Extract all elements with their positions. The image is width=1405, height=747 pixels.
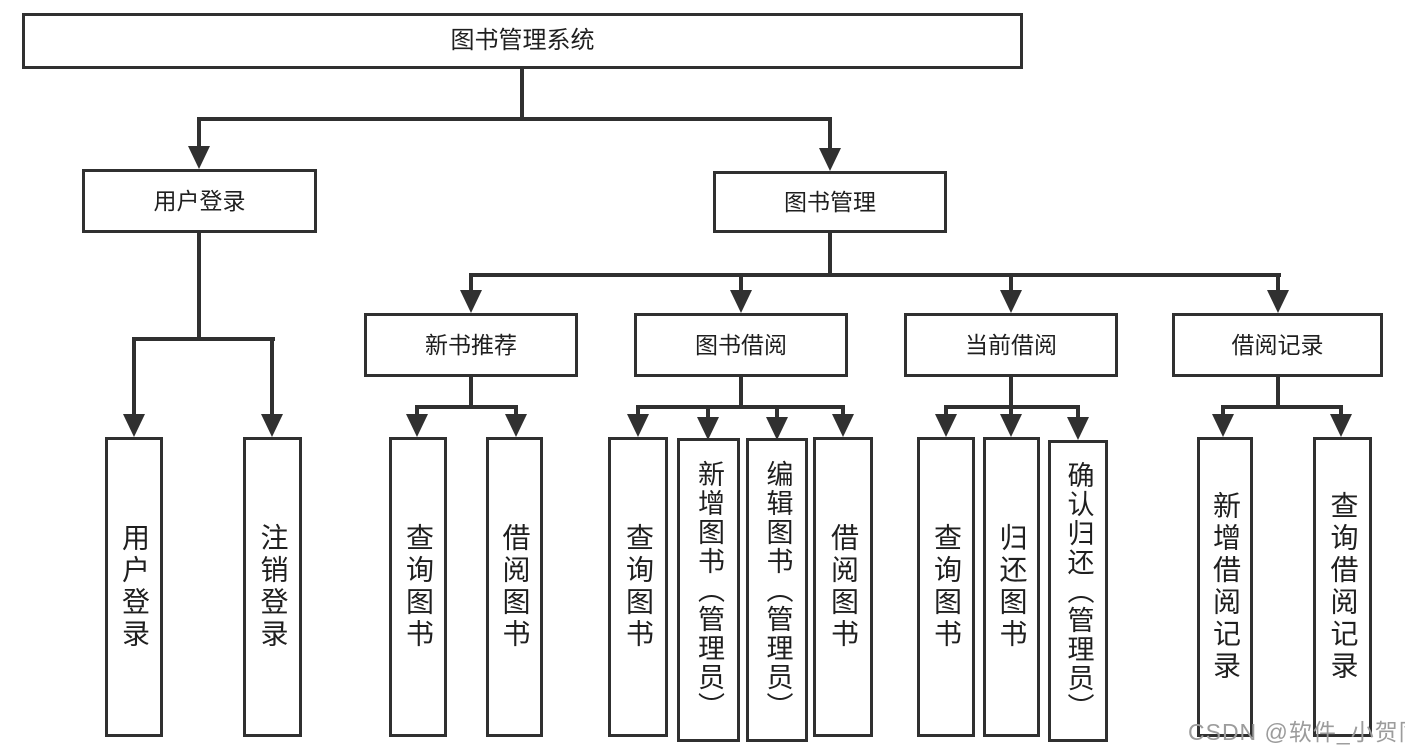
arrow-head [406, 414, 428, 437]
leaf-user-login: 用户登录 [105, 437, 163, 737]
arrow-head [1267, 290, 1289, 313]
leaf-query-book-current-label: 查询图书 [931, 523, 962, 651]
connector-arrow-shaft [739, 273, 743, 290]
connector-current-stem [1009, 377, 1013, 409]
connector-recommend-bar [415, 405, 518, 409]
leaf-edit-book-admin: 编辑图书（管理员） [746, 438, 808, 742]
connector-arrow-shaft [1339, 405, 1343, 414]
arrow-head [935, 414, 957, 437]
arrow-head [188, 146, 210, 169]
node-current-borrowing-label: 当前借阅 [965, 331, 1057, 358]
leaf-query-book-borrowing-label: 查询图书 [623, 523, 654, 651]
leaf-logout-login-label: 注销登录 [257, 523, 289, 651]
leaf-confirm-return-admin: 确认归还（管理员） [1048, 440, 1108, 742]
leaf-query-book-recommend: 查询图书 [389, 437, 447, 737]
leaf-borrow-book-recommend-label: 借阅图书 [499, 523, 531, 651]
connector-mgmt-stem [828, 233, 832, 277]
arrow-head [1000, 414, 1022, 437]
node-new-book-recommend-label: 新书推荐 [425, 331, 517, 358]
connector-arrow-shaft [944, 405, 948, 414]
node-book-borrowing-label: 图书借阅 [695, 331, 787, 358]
connector-root-stem [520, 69, 524, 119]
connector-arrow-shaft [197, 117, 201, 146]
connector-arrow-shaft [706, 405, 710, 417]
leaf-query-borrow-record: 查询借阅记录 [1313, 437, 1372, 737]
leaf-query-book-borrowing: 查询图书 [608, 437, 668, 737]
connector-arrow-shaft [1221, 405, 1225, 414]
leaf-borrow-book-borrowing-label: 借阅图书 [828, 523, 859, 651]
node-new-book-recommend: 新书推荐 [364, 313, 578, 377]
connector-login-bar [132, 337, 275, 341]
arrow-head [460, 290, 482, 313]
connector-arrow-shaft [1276, 273, 1280, 290]
node-borrowing-records: 借阅记录 [1172, 313, 1383, 377]
connector-arrow-shaft [415, 405, 419, 414]
connector-arrow-shaft [514, 405, 518, 414]
connector-arrow-shaft [828, 117, 832, 148]
leaf-add-book-admin-label: 新增图书（管理员） [694, 459, 724, 721]
leaf-borrow-book-recommend: 借阅图书 [486, 437, 543, 737]
arrow-head [730, 290, 752, 313]
node-user-login-label: 用户登录 [153, 187, 246, 214]
node-current-borrowing: 当前借阅 [904, 313, 1118, 377]
node-book-management-label: 图书管理 [784, 188, 876, 215]
node-root-label: 图书管理系统 [450, 27, 595, 54]
leaf-edit-book-admin-label: 编辑图书（管理员） [762, 459, 793, 721]
leaf-user-login-label: 用户登录 [119, 523, 150, 651]
node-user-login: 用户登录 [82, 169, 317, 233]
node-book-borrowing: 图书借阅 [634, 313, 848, 377]
arrow-head [1212, 414, 1234, 437]
leaf-query-book-recommend-label: 查询图书 [403, 523, 434, 651]
connector-records-stem [1276, 377, 1280, 409]
leaf-confirm-return-admin-label: 确认归还（管理员） [1063, 460, 1094, 722]
leaf-return-book: 归还图书 [983, 437, 1040, 737]
connector-login-stem [197, 233, 201, 340]
arrow-head [766, 417, 788, 440]
leaf-return-book-label: 归还图书 [996, 523, 1028, 651]
leaf-add-book-admin: 新增图书（管理员） [677, 438, 740, 742]
node-borrowing-records-label: 借阅记录 [1231, 331, 1324, 358]
node-root: 图书管理系统 [22, 13, 1023, 69]
leaf-add-borrow-record-label: 新增借阅记录 [1210, 491, 1241, 683]
connector-arrow-shaft [1076, 405, 1080, 417]
connector-records-bar [1221, 405, 1343, 409]
connector-arrow-shaft [1009, 273, 1013, 290]
arrow-head [819, 148, 841, 171]
leaf-add-borrow-record: 新增借阅记录 [1197, 437, 1253, 737]
connector-root-bar [197, 117, 832, 121]
arrow-head [261, 414, 283, 437]
connector-arrow-shaft [270, 337, 274, 414]
arrow-head [832, 414, 854, 437]
connector-arrow-shaft [469, 273, 473, 290]
connector-recommend-stem [469, 377, 473, 409]
connector-borrowing-bar [636, 405, 845, 409]
arrow-head [1067, 417, 1089, 440]
arrow-head [697, 417, 719, 440]
arrow-head [1330, 414, 1352, 437]
watermark: CSDN @软件_小贺同学 [1188, 719, 1405, 745]
connector-mgmt-bar [469, 273, 1281, 277]
connector-arrow-shaft [841, 405, 845, 414]
leaf-logout-login: 注销登录 [243, 437, 302, 737]
connector-arrow-shaft [775, 405, 779, 417]
connector-arrow-shaft [132, 337, 136, 414]
connector-arrow-shaft [1009, 405, 1013, 414]
arrow-head [627, 414, 649, 437]
arrow-head [505, 414, 527, 437]
node-book-management: 图书管理 [713, 171, 947, 233]
arrow-head [1000, 290, 1022, 313]
leaf-query-book-current: 查询图书 [917, 437, 975, 737]
connector-borrowing-stem [739, 377, 743, 409]
connector-arrow-shaft [636, 405, 640, 414]
leaf-query-borrow-record-label: 查询借阅记录 [1327, 491, 1359, 683]
leaf-borrow-book-borrowing: 借阅图书 [813, 437, 873, 737]
arrow-head [123, 414, 145, 437]
